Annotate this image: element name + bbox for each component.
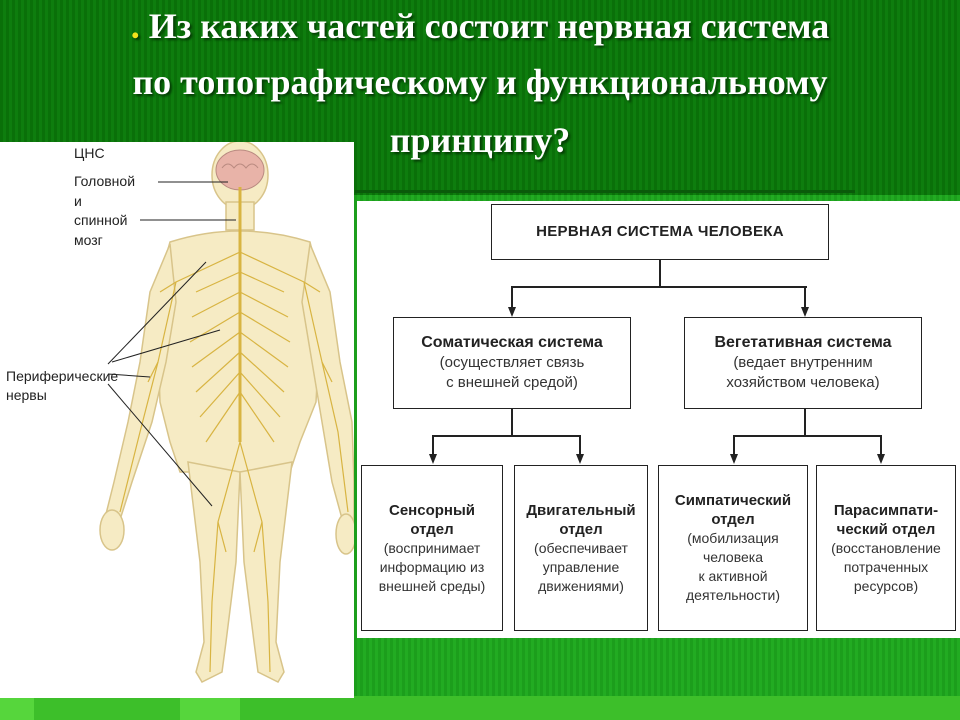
- slide-title-line-2: по топографическому и функциональному: [132, 62, 828, 102]
- sympathetic-title-2: отдел: [711, 511, 755, 528]
- sensory-desc-3: внешней среды): [378, 577, 486, 594]
- sensory-title-2: отдел: [410, 520, 454, 538]
- brain-label-line-1: Головной: [74, 173, 136, 189]
- motor-division-box: Двигательный отдел (обеспечивает управле…: [514, 465, 648, 631]
- arrow-head: [508, 307, 516, 317]
- somatic-desc-1: (осуществляет связь: [439, 354, 585, 371]
- arrow-head: [576, 454, 584, 464]
- connector-line: [804, 409, 806, 435]
- brain-label-line-2: и: [74, 193, 82, 209]
- root-node-box: НЕРВНАЯ СИСТЕМА ЧЕЛОВЕКА: [491, 204, 829, 260]
- sensory-title-1: Сенсорный: [389, 501, 475, 519]
- motor-desc-2: управление: [542, 558, 620, 575]
- title-underline: [355, 190, 855, 193]
- sympathetic-desc-1: (мобилизация: [687, 530, 779, 546]
- somatic-system-box: Соматическая система (осуществляет связь…: [393, 317, 631, 409]
- sympathetic-desc-3: к активной: [698, 568, 768, 584]
- sensory-division-box: Сенсорный отдел (воспринимает информацию…: [361, 465, 503, 631]
- connector-line: [511, 286, 807, 288]
- connector-line: [511, 409, 513, 435]
- brain-shape: [215, 149, 265, 191]
- slide-title-line-3: принципу?: [389, 120, 571, 160]
- connector-line: [733, 435, 735, 455]
- peripheral-label-line-1: Периферические: [6, 368, 119, 384]
- parasympathetic-title-1: Парасимпати-: [833, 501, 939, 519]
- anatomy-illustration-panel: ЦНС Головной и спинной мозг Периферическ…: [0, 140, 357, 698]
- connector-line: [432, 435, 434, 455]
- vegetative-desc-1: (ведает внутренним: [733, 354, 873, 371]
- motor-title-1: Двигательный: [526, 501, 636, 519]
- vegetative-title: Вегетативная система: [714, 334, 892, 351]
- parasympathetic-division-box: Парасимпати- ческий отдел (восстановлени…: [816, 465, 956, 631]
- parasympathetic-desc-3: ресурсов): [853, 577, 919, 594]
- title-dot: .: [130, 6, 140, 46]
- sympathetic-desc-4: деятельности): [686, 587, 780, 603]
- connector-line: [733, 435, 881, 437]
- sensory-desc-2: информацию из: [379, 558, 485, 575]
- slide-title-line-1: . Из каких частей состоит нервная систем…: [0, 6, 960, 46]
- connector-line: [804, 286, 806, 308]
- somatic-title: Соматическая система: [421, 334, 603, 351]
- nerve-network: [119, 187, 349, 673]
- root-node-title: НЕРВНАЯ СИСТЕМА ЧЕЛОВЕКА: [536, 223, 784, 240]
- sensory-desc-1: (воспринимает: [383, 539, 481, 556]
- motor-desc-3: движениями): [538, 577, 624, 594]
- brain-label-line-4: мозг: [74, 232, 103, 248]
- connector-line: [511, 286, 513, 308]
- vegetative-system-box: Вегетативная система (ведает внутренним …: [684, 317, 922, 409]
- vegetative-desc-2: хозяйством человека): [726, 374, 880, 391]
- label-leader-lines: [107, 181, 236, 507]
- arrow-head: [429, 454, 437, 464]
- hierarchy-diagram-panel: НЕРВНАЯ СИСТЕМА ЧЕЛОВЕКА Соматическая си…: [357, 201, 960, 638]
- human-nervous-system-illustration: [99, 140, 357, 683]
- somatic-desc-2: с внешней средой): [446, 374, 578, 391]
- motor-desc-1: (обеспечивает: [534, 539, 628, 556]
- arrow-head: [730, 454, 738, 464]
- connector-line: [579, 435, 581, 455]
- peripheral-label-line-2: нервы: [6, 387, 47, 403]
- connector-line: [659, 260, 661, 286]
- title-text-1: Из каких частей состоит нервная система: [148, 6, 830, 46]
- connector-line: [432, 435, 580, 437]
- arrow-head: [877, 454, 885, 464]
- connector-line: [880, 435, 882, 455]
- sympathetic-division-box: Симпатический отдел (мобилизация человек…: [658, 465, 808, 631]
- parasympathetic-title-2: ческий отдел: [836, 520, 936, 538]
- bottom-strip-accent: [180, 696, 240, 720]
- bottom-strip-accent: [0, 696, 34, 720]
- brain-label-line-3: спинной: [74, 212, 128, 228]
- parasympathetic-desc-1: (восстановление: [831, 539, 941, 556]
- motor-title-2: отдел: [559, 520, 603, 538]
- bottom-strip: [0, 696, 960, 720]
- arrow-head: [801, 307, 809, 317]
- parasympathetic-desc-2: потраченных: [843, 558, 929, 575]
- cns-label: ЦНС: [74, 145, 105, 161]
- sympathetic-title-1: Симпатический: [674, 492, 792, 509]
- sympathetic-desc-2: человека: [702, 549, 763, 565]
